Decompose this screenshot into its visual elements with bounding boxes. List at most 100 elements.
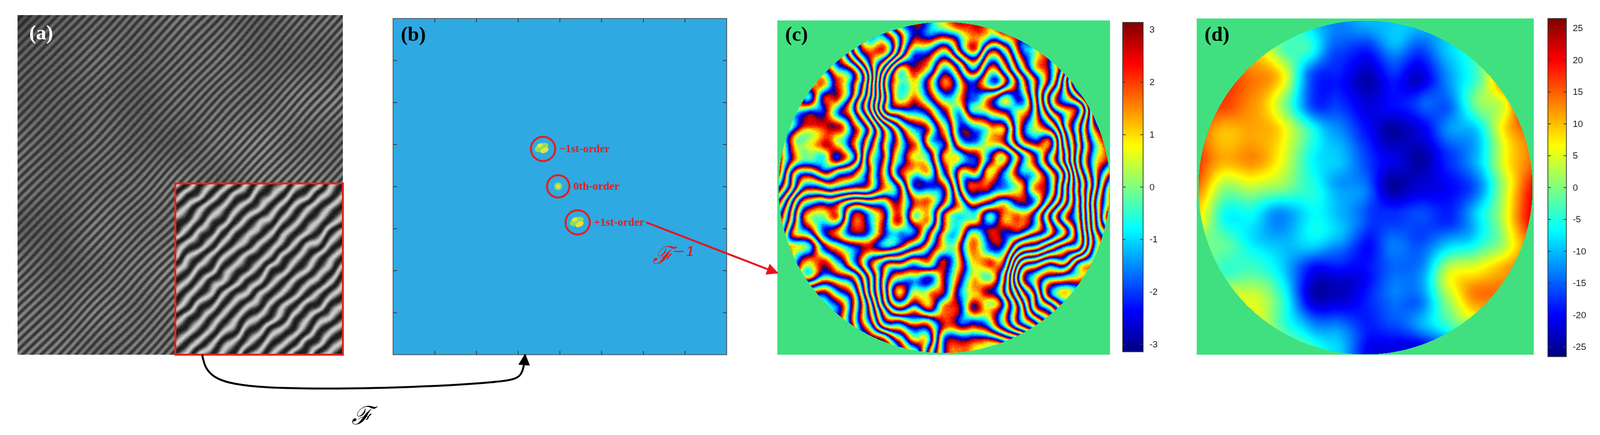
spectrum-peak <box>533 140 550 154</box>
order-label: −1st-order <box>559 142 610 156</box>
colorbar-tick <box>1547 282 1551 284</box>
colorbar-tick-label: -3 <box>1149 338 1158 351</box>
spectrum-peak <box>539 146 550 155</box>
image-panel: (a) <box>17 15 343 356</box>
colorbar-tick <box>1122 344 1126 346</box>
colorbar-tick <box>1140 344 1144 346</box>
colorbar-tick <box>1547 59 1551 61</box>
panel-label: (b) <box>400 22 426 46</box>
axis-tick <box>684 18 686 23</box>
colorbar-tick <box>1547 346 1551 348</box>
colorbar-tick <box>1122 187 1126 189</box>
axis-tick <box>393 102 397 104</box>
axis-tick <box>601 351 603 356</box>
colorbar-tick <box>1140 134 1144 136</box>
axis-tick <box>517 351 519 356</box>
colorbar-tick <box>1563 91 1567 93</box>
spectrum-peak <box>536 142 544 149</box>
image-panel: (b)−1st-order0th-order+1st-order <box>393 18 727 356</box>
colorbar-tick <box>1547 91 1551 93</box>
axis-tick <box>722 270 727 272</box>
order-ring <box>565 210 590 235</box>
colorbar-tick <box>1547 123 1551 125</box>
colorbar-tick-label: 5 <box>1572 150 1579 162</box>
colorbar-tick-label: 15 <box>1572 86 1583 98</box>
order-label: 0th-order <box>573 179 620 194</box>
colorbar-tick-label: 10 <box>1572 118 1583 131</box>
wrapped-phase-map <box>777 20 1111 356</box>
colorbar-tick <box>1563 123 1567 125</box>
axis-tick <box>393 312 397 314</box>
order-ring-outline <box>564 209 591 236</box>
axis-tick <box>393 228 397 230</box>
axis-tick <box>684 351 686 356</box>
colorbar-tick-label: 2 <box>1149 76 1155 89</box>
colorbar-tick-label: -5 <box>1572 213 1582 226</box>
colorbar-tick-label: 20 <box>1572 54 1583 67</box>
colorbar-tick-label: -25 <box>1572 341 1586 354</box>
colorbar-frame <box>1547 18 1567 358</box>
colorbar-tick <box>1122 239 1126 241</box>
unwrapped-phase-map <box>1196 18 1534 356</box>
axis-tick <box>601 18 603 23</box>
colorbar-tick <box>1140 81 1144 83</box>
axis-tick <box>642 351 644 356</box>
colorbar-tick <box>1547 251 1551 253</box>
colorbar-tick <box>1140 29 1144 31</box>
zoom-inset-frame <box>175 183 343 356</box>
colorbar-tick <box>1563 315 1567 317</box>
colorbar-tick <box>1563 251 1567 253</box>
axis-tick <box>476 351 478 356</box>
colorbar-tick <box>1547 155 1551 157</box>
diffraction-order-ring: 0th-order <box>545 174 620 199</box>
colorbar-tick-label: -2 <box>1149 286 1158 299</box>
colorbar-tick <box>1547 27 1551 29</box>
panel-label: (d) <box>1204 22 1230 46</box>
image-panel: (c) <box>777 20 1111 356</box>
order-ring <box>546 175 570 198</box>
axis-tick <box>434 351 436 356</box>
axis-tick <box>559 351 561 356</box>
axis-tick <box>722 102 727 104</box>
colorbar-tick <box>1563 219 1567 221</box>
order-ring <box>530 136 556 162</box>
axis-tick <box>642 18 644 23</box>
colorbar-tick <box>1122 291 1126 293</box>
axis-tick <box>393 186 397 188</box>
transform-arrow <box>646 222 778 274</box>
colorbar-tick-label: 0 <box>1572 182 1579 194</box>
colorbar-tick <box>1563 155 1567 157</box>
spectrum-peak <box>568 214 585 228</box>
interferogram-image <box>17 15 343 356</box>
colorbar-tick-label: 3 <box>1149 23 1155 36</box>
colorbar-tick <box>1122 134 1126 136</box>
colorbar-tick-label: 25 <box>1572 22 1583 35</box>
order-ring-outline <box>529 135 557 163</box>
colorbar-tick-label: -1 <box>1149 233 1158 246</box>
axis-tick <box>434 18 436 23</box>
spectrum-peak <box>554 182 563 191</box>
colorbar-frame <box>1122 22 1144 353</box>
colorbar-tick <box>1140 187 1144 189</box>
colorbar-tick <box>1122 81 1126 83</box>
diffraction-order-ring: −1st-order <box>529 135 610 163</box>
colorbar-tick <box>1563 59 1567 61</box>
order-ring-outline <box>545 174 571 199</box>
transform-arrow <box>202 355 526 389</box>
spectrum-background <box>393 18 727 356</box>
axis-tick <box>722 186 727 188</box>
colorbar-tick-label: -15 <box>1572 277 1586 290</box>
axis-tick <box>722 60 727 62</box>
colorbar-tick <box>1563 282 1567 284</box>
colorbar-tick <box>1122 29 1126 31</box>
axis-tick <box>393 270 397 272</box>
colorbar-tick-label: 0 <box>1149 181 1155 194</box>
axis-tick <box>517 18 519 23</box>
axis-tick <box>722 228 727 230</box>
panel-label: (c) <box>785 22 809 46</box>
